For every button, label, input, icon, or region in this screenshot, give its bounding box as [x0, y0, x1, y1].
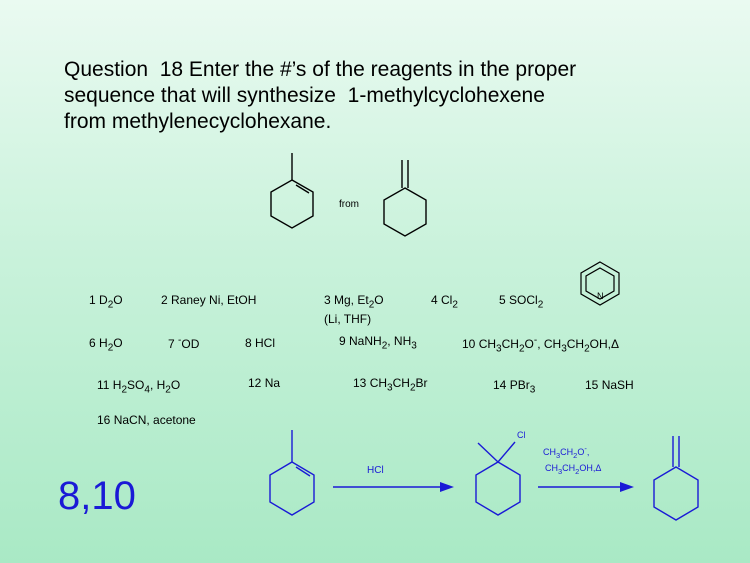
- reagent-6: 6 H2O: [89, 336, 123, 355]
- reagent-formula: Cl2: [441, 293, 458, 311]
- reagent-formula: CH3CH2Br: [369, 376, 428, 394]
- arrow-heads: [440, 482, 634, 492]
- pyridine-structure: [580, 261, 620, 306]
- reagent-5: 5 SOCl2: [499, 293, 543, 312]
- reagent-formula: CH3CH2O-, CH3CH2OH,Δ: [478, 335, 620, 355]
- step1-reagent-label: HCl: [367, 465, 384, 476]
- question-line-1: Question 18 Enter the #’s of the reagent…: [64, 58, 577, 81]
- reagent-number: 9: [339, 334, 350, 348]
- reagent-number: 11: [97, 378, 113, 392]
- reagent-number: 13: [353, 376, 370, 390]
- reagent-number: 7: [168, 337, 179, 351]
- reagent-formula: NaCN, acetone: [113, 413, 196, 427]
- question-line-3: from methylenecyclohexane.: [64, 110, 332, 133]
- reagent-7: 7 -OD: [168, 334, 199, 351]
- reagent-number: 15: [585, 378, 602, 392]
- reagent-4: 4 Cl2: [431, 293, 458, 312]
- step2-reagent-label: CH3CH2O-, CH3CH2OH,Δ: [543, 442, 601, 478]
- reagent-number: 16: [97, 413, 114, 427]
- reagent-13: 13 CH3CH2Br: [353, 376, 428, 395]
- reagent-1: 1 D2O: [89, 293, 123, 312]
- reagent-8: 8 HCl: [245, 336, 275, 350]
- reagent-14: 14 PBr3: [493, 378, 535, 397]
- reagent-formula: Na: [264, 376, 281, 390]
- methylenecyclohexane-structure: [383, 160, 427, 237]
- reagent-number: 2: [161, 293, 172, 307]
- reagent-formula: NaNH2, NH3: [349, 334, 417, 352]
- reagent-number: 1: [89, 293, 100, 307]
- from-label: from: [339, 199, 359, 210]
- reagent-number: 6: [89, 336, 100, 350]
- question-text: Question 18 Enter the #’s of the reagent…: [64, 57, 724, 135]
- reagent-10: 10 CH3CH2O-, CH3CH2OH,Δ: [462, 334, 619, 356]
- reagent-formula: -OD: [178, 335, 200, 351]
- reagent-number: 14: [493, 378, 510, 392]
- reagent-number: 3: [324, 293, 335, 307]
- reagent-12: 12 Na: [248, 376, 280, 390]
- step2-line-1: CH3CH2O-,: [543, 444, 590, 460]
- reagent-formula: D2O: [99, 293, 123, 311]
- reagent-formula: Mg, Et2O(Li, THF): [324, 293, 384, 327]
- reagent-number: 4: [431, 293, 442, 307]
- reagent-number: 12: [248, 376, 265, 390]
- chloro-label: Cl: [517, 430, 526, 440]
- reagent-formula: HCl: [255, 336, 276, 350]
- reagent-2: 2 Raney Ni, EtOH: [161, 293, 256, 307]
- reagent-16: 16 NaCN, acetone: [97, 413, 196, 427]
- reagent-number: 5: [499, 293, 510, 307]
- reagent-formula: PBr3: [509, 378, 536, 396]
- reagent-number: 10: [462, 337, 479, 351]
- methylcyclohexene-structure: [270, 153, 314, 229]
- answer-text: 8,10: [58, 474, 136, 518]
- reagent-3: 3 Mg, Et2O(Li, THF): [324, 293, 384, 326]
- question-line-2: sequence that will synthesize 1-methylcy…: [64, 84, 545, 107]
- reagent-formula: SOCl2: [509, 293, 544, 311]
- bottom-scheme-drawings: [269, 430, 699, 521]
- reagent-formula: Raney Ni, EtOH: [171, 293, 257, 307]
- reagent-formula: H2SO4, H2O: [112, 378, 181, 396]
- step2-line-2: CH3CH2OH,Δ: [545, 462, 602, 476]
- reagent-formula: H2O: [99, 336, 123, 354]
- reagent-11: 11 H2SO4, H2O: [97, 378, 180, 397]
- reagent-15: 15 NaSH: [585, 378, 634, 392]
- reagent-9: 9 NaNH2, NH3: [339, 334, 417, 353]
- reagent-formula: NaSH: [601, 378, 634, 392]
- reagent-number: 8: [245, 336, 256, 350]
- pyridine-nitrogen-label: N: [597, 291, 604, 301]
